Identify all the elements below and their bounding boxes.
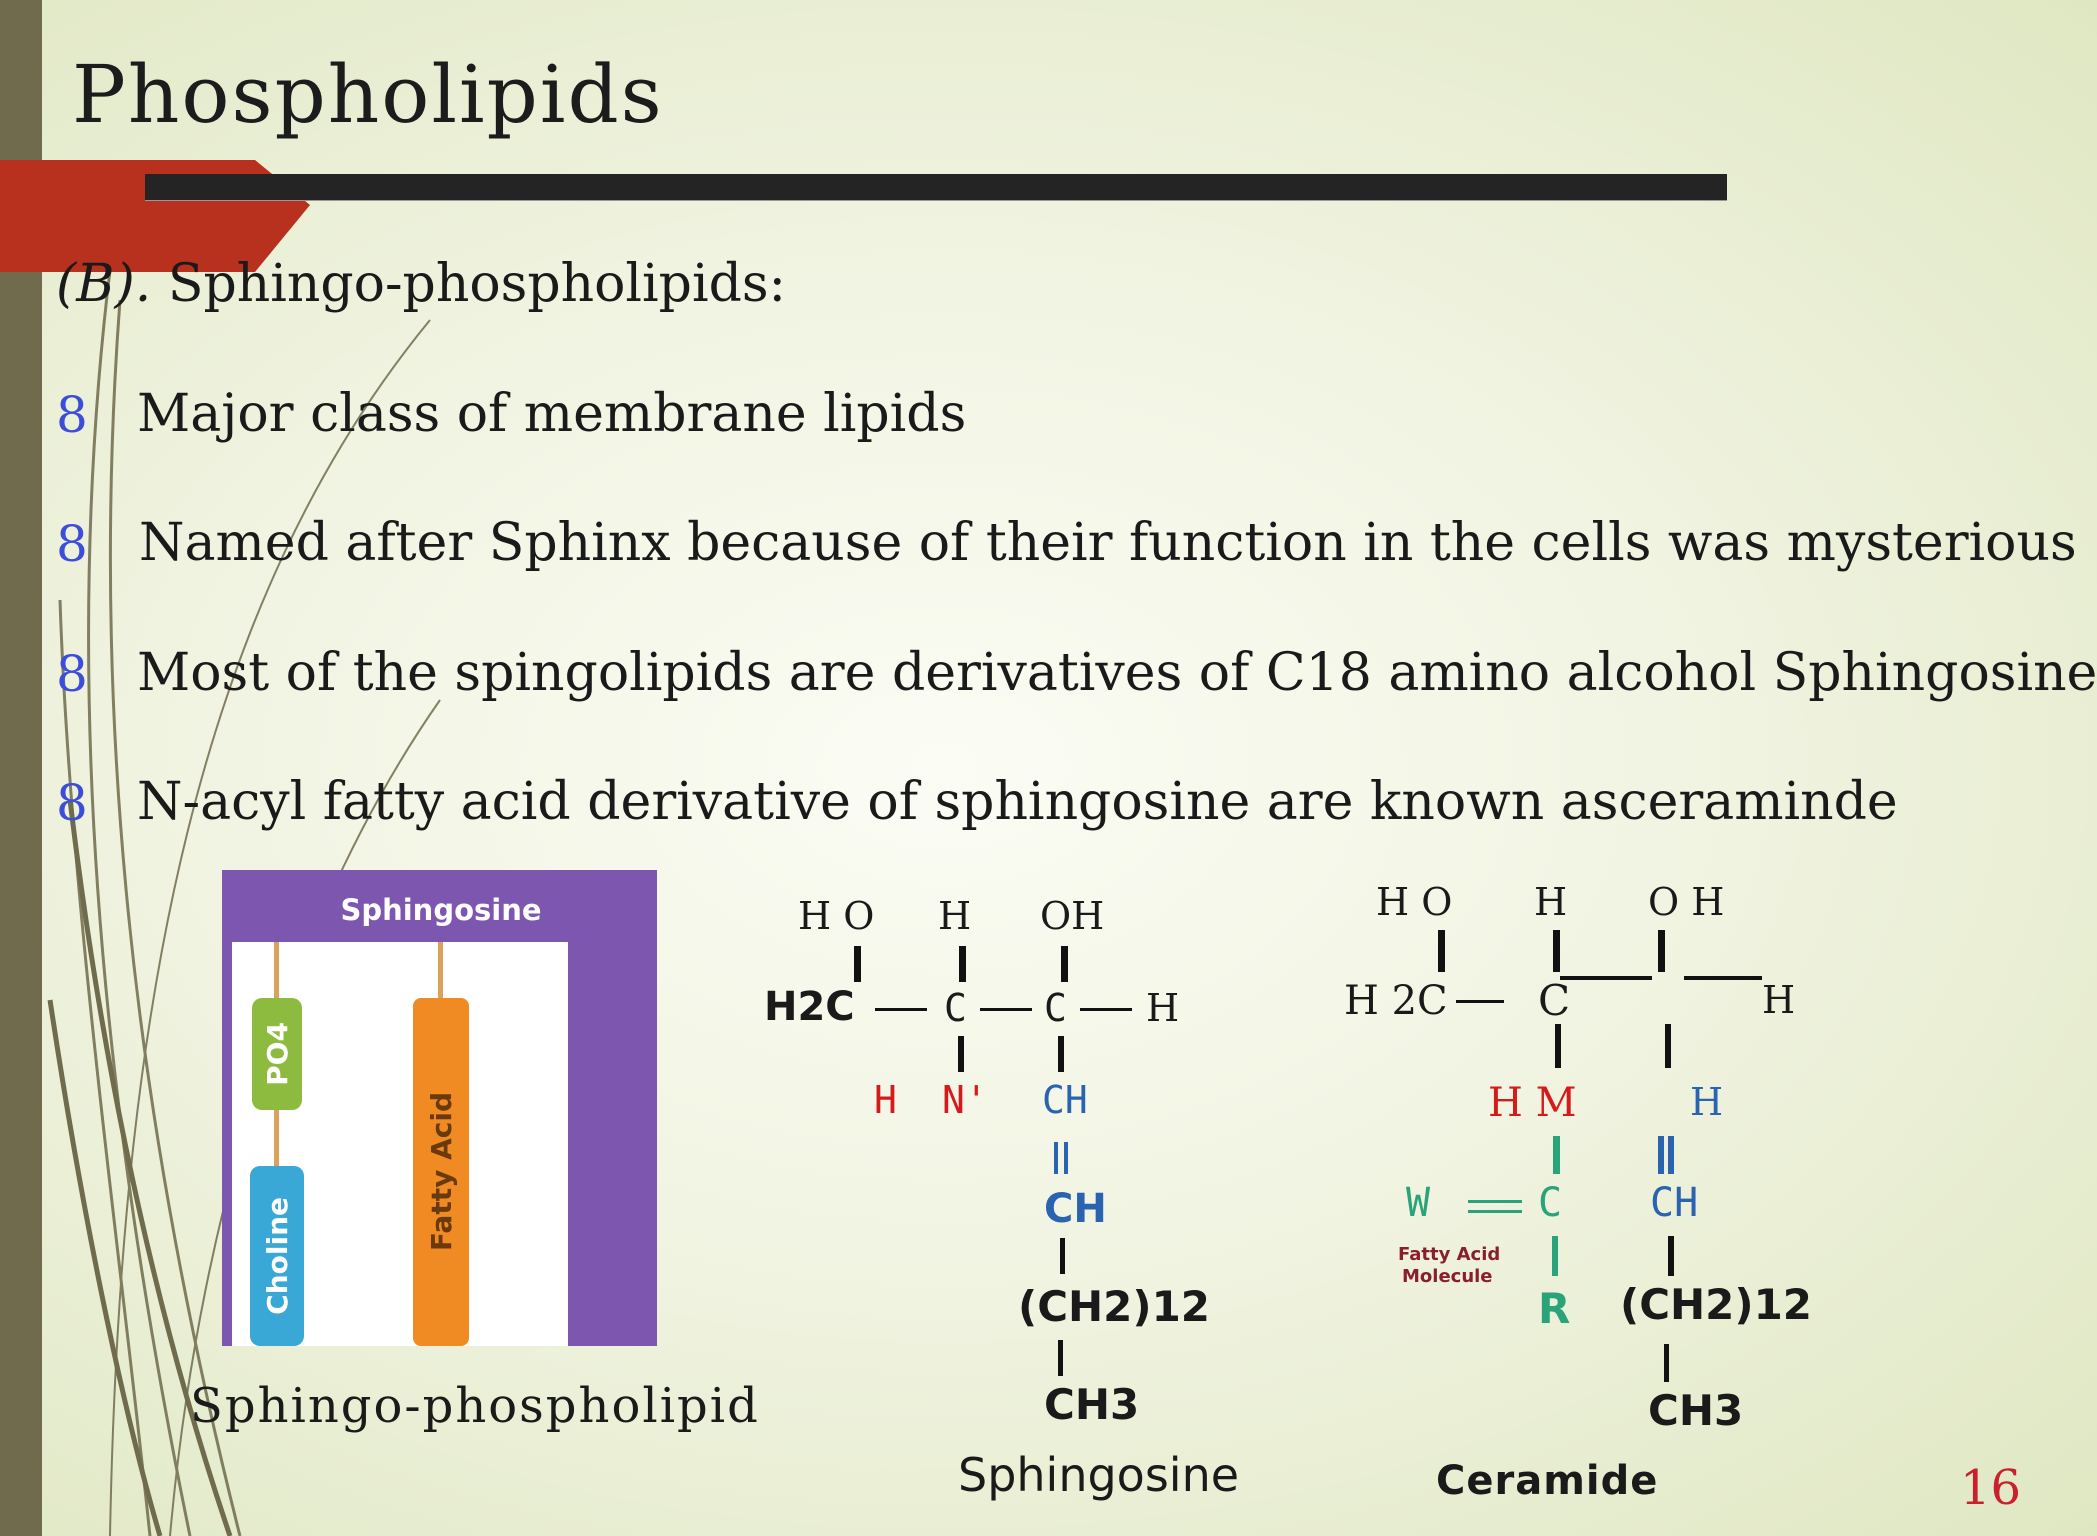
sph-top-label-ho: H O [798, 894, 875, 938]
sph-bond [854, 946, 861, 982]
cer-bond-green [1552, 1236, 1558, 1276]
bullet-text-3: Most of the spingolipids are derivatives… [137, 643, 2097, 703]
fatty-acid-connector [438, 942, 443, 1002]
bullet-text-2: Named after Sphinx because of their func… [139, 513, 2077, 573]
sph-c1: C [944, 986, 967, 1030]
cer-bond [1456, 1000, 1504, 1003]
cer-c-green: C [1538, 1180, 1563, 1226]
sph-ch2-chain: (CH2)12 [1018, 1282, 1211, 1331]
cer-bond [1438, 930, 1445, 972]
fatty-acid-label: Fatty Acid [424, 1092, 458, 1252]
sph-bond [875, 1008, 927, 1011]
cer-bond [1555, 1024, 1561, 1068]
cer-top-label-h: H [1534, 880, 1568, 924]
cer-w-label: W [1406, 1180, 1431, 1226]
figure-header-sphingosine: Sphingosine [340, 893, 542, 927]
cer-bond [1664, 1344, 1669, 1382]
sph-n-label: N' [942, 1078, 988, 1122]
cer-ch-blue: CH [1650, 1180, 1699, 1226]
sph-double-bond [1064, 1142, 1068, 1174]
sph-ch3: CH3 [1044, 1380, 1140, 1429]
choline-connector [274, 1110, 279, 1170]
cer-ch3: CH3 [1648, 1386, 1744, 1435]
cer-double-bond-green [1468, 1210, 1522, 1213]
sphingosine-caption: Sphingosine [958, 1448, 1240, 1502]
sph-h2c: H2C [764, 984, 855, 1030]
subtitle-prefix: (B). [56, 254, 152, 314]
sph-bond [959, 946, 966, 982]
bullet-glyph: 8 [56, 645, 88, 703]
sph-ch-bold: CH [1044, 1186, 1107, 1232]
choline-label: Choline [260, 1197, 294, 1315]
cer-fatty-acid-note: Fatty Acid Molecule [1398, 1244, 1500, 1288]
sph-bond [958, 1036, 964, 1072]
cer-h-blue: H [1690, 1080, 1724, 1124]
cer-hn-label: H M [1488, 1080, 1577, 1126]
cer-fatty-acid-note-line2: Molecule [1402, 1266, 1493, 1287]
bullet-glyph: 8 [56, 386, 88, 444]
bullet-glyph: 8 [56, 774, 88, 832]
cer-fatty-acid-note-line1: Fatty Acid [1398, 1244, 1501, 1265]
bullet-glyph: 8 [56, 515, 88, 573]
choline-block: Choline [250, 1166, 304, 1346]
bullet-text-4: N-acyl fatty acid derivative of sphingos… [137, 772, 1898, 832]
sph-h-right: H [1146, 986, 1180, 1030]
cer-bond [1684, 976, 1762, 980]
sph-bond [1060, 1238, 1065, 1274]
sph-c2: C [1044, 986, 1067, 1030]
sph-h-left: H [874, 1078, 897, 1122]
cer-c-center: C [1538, 976, 1571, 1025]
cer-h-right: H [1762, 978, 1796, 1022]
subtitle-text: Sphingo-phospholipids: [167, 254, 787, 314]
sph-double-bond [1054, 1142, 1058, 1174]
sph-top-label-h: H [938, 894, 972, 938]
cer-ch2-chain: (CH2)12 [1620, 1280, 1813, 1329]
cer-top-label-oh: O H [1648, 880, 1725, 924]
cer-bond [1560, 976, 1652, 980]
sph-ch-top: CH [1042, 1078, 1088, 1122]
decorative-grass-lines [47, 269, 441, 1536]
sph-bond [1058, 1340, 1063, 1376]
page-number: 16 [1960, 1460, 2022, 1516]
cer-bond [1668, 1236, 1674, 1276]
ceramide-caption: Ceramide [1436, 1458, 1659, 1504]
cer-double-bond [1658, 1136, 1664, 1174]
fatty-acid-block: Fatty Acid [413, 998, 469, 1346]
po4-label: PO4 [260, 1022, 294, 1086]
sph-bond [1058, 1036, 1064, 1072]
sph-bond [980, 1008, 1032, 1011]
cer-double-bond [1668, 1136, 1674, 1174]
cer-bond [1553, 930, 1560, 972]
sph-bond [1080, 1008, 1132, 1011]
section-subtitle: (B). Sphingo-phospholipids: [56, 254, 786, 314]
slide-title: Phospholipids [72, 48, 664, 141]
cer-bond [1658, 930, 1665, 972]
bullet-text-1: Major class of membrane lipids [137, 384, 967, 444]
cer-h2c: H 2C [1344, 978, 1448, 1024]
cer-bond [1665, 1024, 1671, 1068]
sph-bond [1061, 946, 1068, 982]
cer-bond-green [1553, 1136, 1560, 1174]
po4-connector [274, 942, 279, 1000]
sph-top-label-oh: OH [1040, 894, 1105, 938]
cer-top-label-ho: H O [1376, 880, 1453, 924]
cer-double-bond-green [1468, 1200, 1522, 1203]
figure-caption: Sphingo-phospholipid [190, 1378, 760, 1434]
title-underline-bar [145, 174, 1727, 200]
po4-block: PO4 [252, 998, 302, 1110]
cer-r-label: R [1538, 1284, 1571, 1333]
